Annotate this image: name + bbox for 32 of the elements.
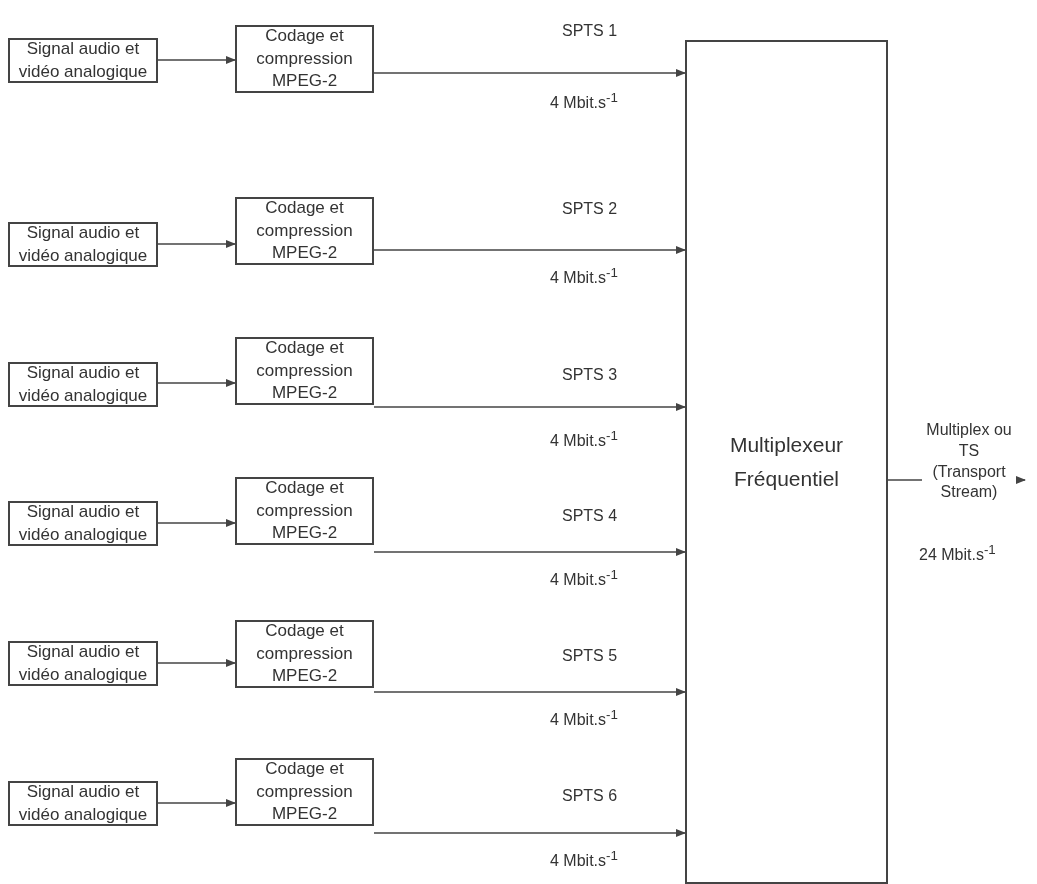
node-label: Codage et compression MPEG-2 (255, 476, 354, 545)
node-label: Multiplexeur Fréquentiel (728, 432, 845, 492)
arrow (157, 519, 236, 527)
node-label: Signal audio et vidéo analogique (17, 361, 149, 407)
encoder-box (235, 197, 374, 265)
node-label: Codage et compression MPEG-2 (255, 336, 354, 405)
node-label: Signal audio et vidéo analogique (17, 780, 149, 826)
node-label: Signal audio et vidéo analogique (17, 221, 149, 267)
arrow (373, 548, 686, 556)
arrow (157, 56, 236, 64)
arrow (157, 799, 236, 807)
node-label: Codage et compression MPEG-2 (255, 619, 354, 688)
arrow (373, 246, 686, 254)
node-label: Signal audio et vidéo analogique (17, 640, 149, 686)
encoder-box (235, 337, 374, 405)
arrow (373, 688, 686, 696)
node-label: Signal audio et vidéo analogique (17, 500, 149, 546)
arrow (157, 379, 236, 387)
encoder-box (235, 758, 374, 826)
arrow (373, 403, 686, 411)
node-label: Signal audio et vidéo analogique (17, 37, 149, 83)
multiplexer-box (685, 40, 888, 884)
arrow (373, 829, 686, 837)
arrow (157, 240, 236, 248)
encoder-box (235, 25, 374, 93)
arrow (373, 69, 686, 77)
node-label: Codage et compression MPEG-2 (255, 24, 354, 93)
arrow (157, 659, 236, 667)
node-label: Codage et compression MPEG-2 (255, 196, 354, 265)
node-label: Codage et compression MPEG-2 (255, 757, 354, 826)
encoder-box (235, 477, 374, 545)
encoder-box (235, 620, 374, 688)
